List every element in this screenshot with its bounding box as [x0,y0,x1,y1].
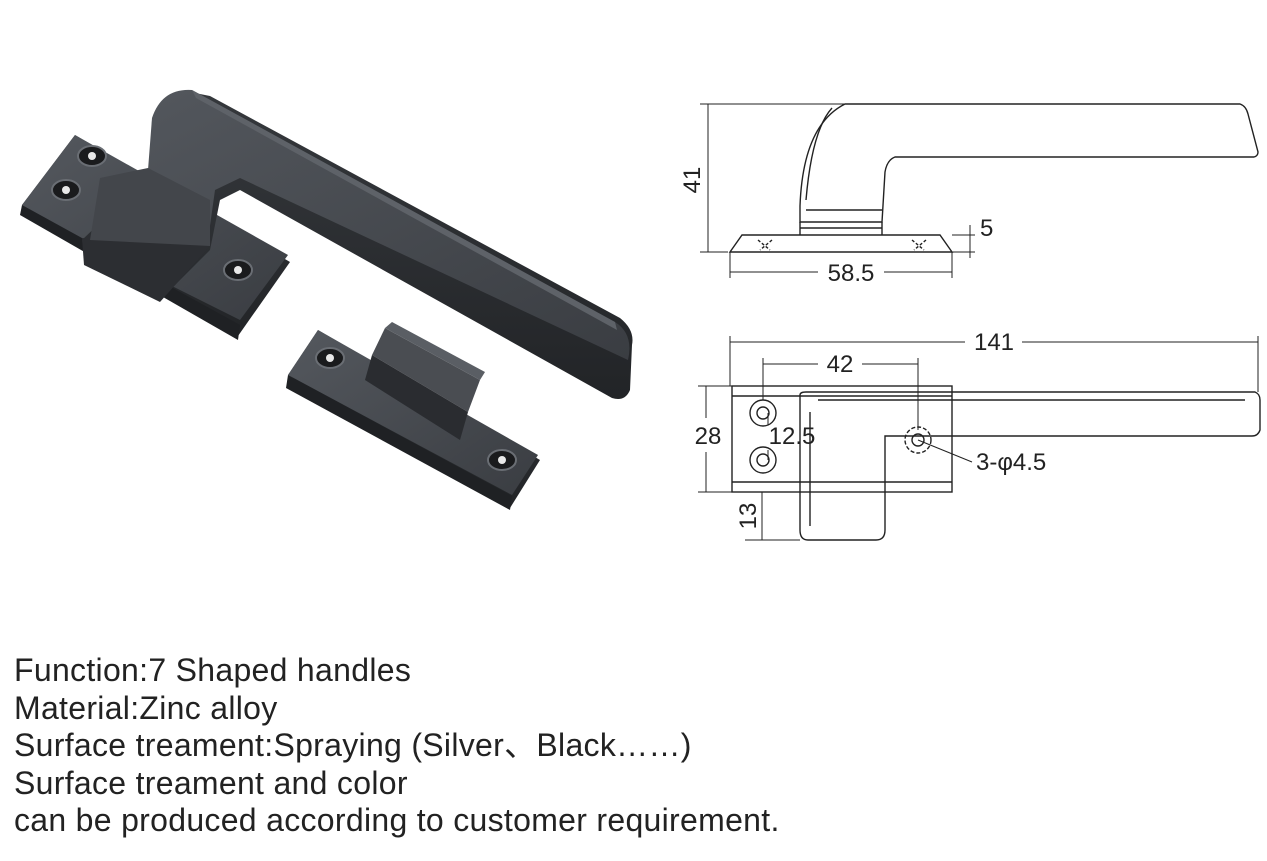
side-view [700,103,1259,278]
top-view [698,336,1261,541]
dim-base-length-label: 58.5 [828,260,875,287]
dim-holes-label: 3-φ4.5 [976,449,1046,476]
product-photo [20,89,633,510]
spec-surface: Surface treament:Spraying (Silver、Black…… [14,727,692,763]
dim-hole-pitch-label: 12.5 [769,423,816,450]
dim-offset-label: 13 [735,503,762,530]
dim-base-thickness-label: 5 [980,215,993,242]
dim-total-length-label: 141 [974,329,1014,356]
dim-height-label: 41 [679,167,706,194]
spec-custom: can be produced according to customer re… [14,802,780,838]
dim-hole-span-label: 42 [827,351,854,378]
dim-base-width-label: 28 [695,423,722,450]
spec-material: Material:Zinc alloy [14,689,278,726]
spec-surface-color: Surface treament and color [14,764,408,801]
handle-lever [82,89,633,399]
spec-block: Function:7 Shaped handles Material:Zinc … [14,652,780,840]
keeper [286,322,540,510]
spec-function: Function:7 Shaped handles [14,652,412,688]
